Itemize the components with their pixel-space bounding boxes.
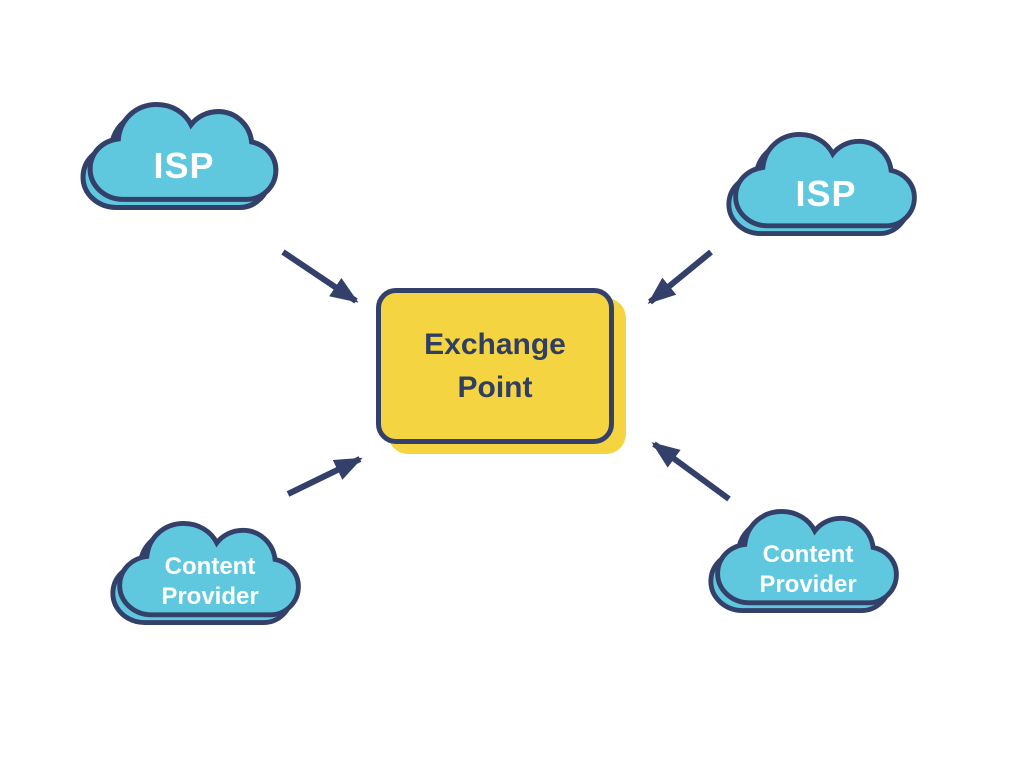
cloud-icon <box>708 509 899 613</box>
arrow-content-bottomleft-to-exchange <box>286 456 363 497</box>
cloud-icon <box>726 132 917 236</box>
cloud-icon <box>80 101 279 210</box>
arrow-isp-topleft-to-exchange <box>281 249 359 304</box>
cloud-isp-top-left: ISP <box>78 86 290 228</box>
arrow-isp-topright-to-exchange <box>647 249 713 305</box>
cloud-content-provider-bottom-right: Content Provider <box>704 494 912 630</box>
arrow-content-bottomright-to-exchange <box>651 441 731 502</box>
exchange-point-box: Exchange Point <box>376 288 614 444</box>
cloud-isp-top-right: ISP <box>724 116 928 254</box>
cloud-content-provider-bottom-left: Content Provider <box>106 506 314 642</box>
exchange-point-label: Exchange Point <box>424 327 566 405</box>
cloud-icon <box>110 521 301 625</box>
